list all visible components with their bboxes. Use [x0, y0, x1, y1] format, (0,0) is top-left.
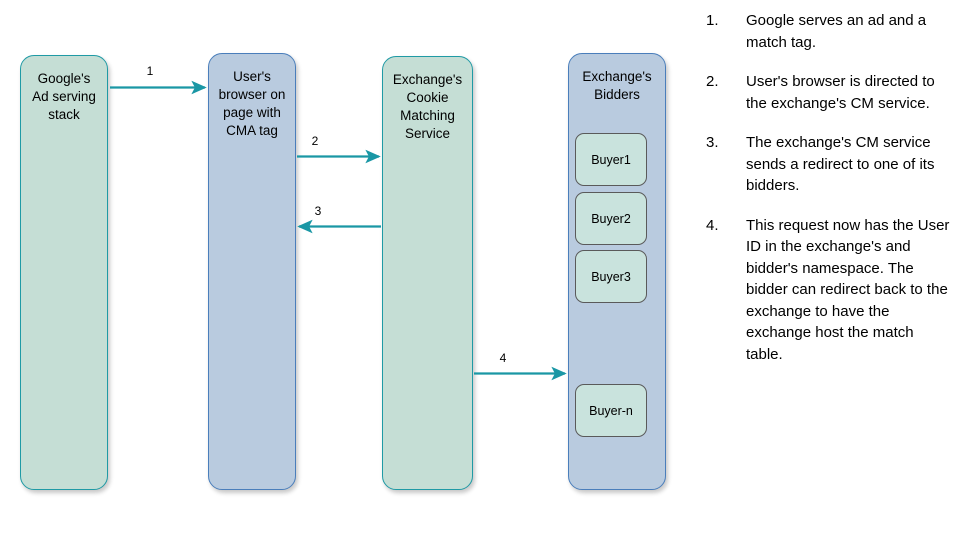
box-exchange-bidders-label: Exchange's Bidders: [582, 69, 652, 102]
buyer-box-buyer3: Buyer3: [575, 250, 647, 303]
buyer-box-buyer1-label: Buyer1: [591, 152, 631, 167]
step-item-2-number: 2.: [706, 73, 719, 90]
box-exchange-cookie-matching-service: Exchange's Cookie Matching Service: [382, 56, 473, 490]
box-exchange-cookie-matching-service-label: Exchange's Cookie Matching Service: [392, 72, 463, 141]
step-item-2-text: User's browser is directed to the exchan…: [746, 73, 935, 112]
box-google-ad-serving-stack: Google's Ad serving stack: [20, 55, 108, 490]
step-item-1-number: 1.: [706, 12, 719, 29]
step-item-3: 3. The exchange's CM service sends a red…: [706, 132, 952, 197]
box-google-ad-serving-stack-label: Google's Ad serving stack: [32, 71, 96, 122]
buyer-box-buyer-n-label: Buyer-n: [589, 403, 633, 418]
buyer-box-buyer2-label: Buyer2: [591, 211, 631, 226]
box-user-browser: User's browser on page with CMA tag: [208, 53, 296, 490]
step-item-4-number: 4.: [706, 216, 719, 234]
step-item-2: 2. User's browser is directed to the exc…: [706, 71, 952, 114]
buyer-box-buyer2: Buyer2: [575, 192, 647, 245]
step-item-3-number: 3.: [706, 134, 719, 151]
arrow-1-number: 1: [146, 64, 154, 78]
step-item-4: 4. This request now has the User ID in t…: [706, 215, 952, 366]
arrow-3-number: 3: [314, 204, 322, 218]
steps-list: 1. Google serves an ad and a match tag. …: [706, 10, 952, 383]
step-item-1: 1. Google serves an ad and a match tag.: [706, 10, 952, 53]
arrow-2-number: 2: [311, 134, 319, 148]
buyer-box-buyer-n: Buyer-n: [575, 384, 647, 437]
arrow-4-number: 4: [499, 351, 507, 365]
buyer-box-buyer3-label: Buyer3: [591, 269, 631, 284]
step-item-3-text: The exchange's CM service sends a redire…: [746, 134, 935, 194]
step-item-4-text: This request now has the User ID in the …: [746, 216, 950, 363]
step-item-1-text: Google serves an ad and a match tag.: [746, 12, 927, 51]
box-user-browser-label: User's browser on page with CMA tag: [218, 69, 286, 138]
buyer-box-buyer1: Buyer1: [575, 133, 647, 186]
